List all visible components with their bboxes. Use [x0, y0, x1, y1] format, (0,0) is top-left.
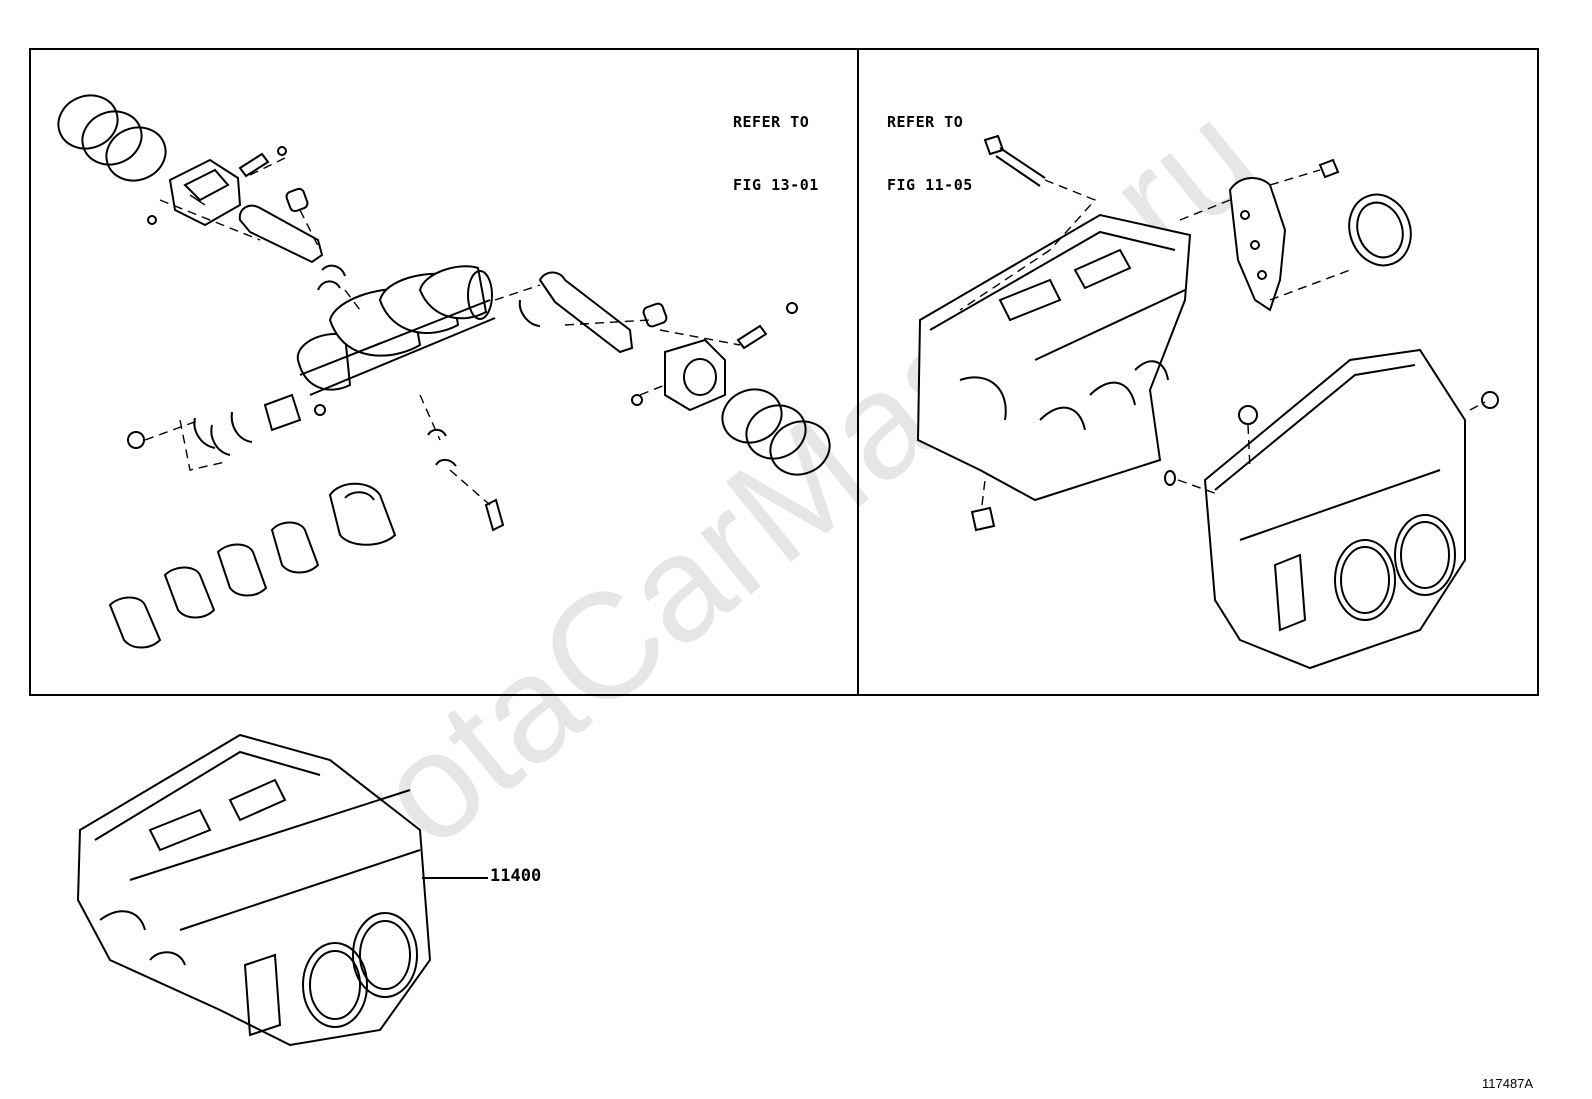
bearing-shells-bottom	[108, 482, 397, 649]
piston-left	[147, 158, 242, 227]
refer-to-fig-11-05: REFER TO FIG 11-05	[887, 70, 973, 217]
left-dashed-leaders	[144, 157, 741, 506]
frame-divider	[857, 48, 859, 696]
piston-right	[631, 302, 798, 412]
refer-right-line1: REFER TO	[887, 113, 964, 131]
part-leader-line	[422, 877, 488, 879]
piston-pin-left	[238, 146, 287, 178]
oil-seal	[1348, 193, 1412, 267]
refer-to-fig-13-01: REFER TO FIG 13-01	[733, 70, 819, 217]
oil-plate	[1228, 158, 1340, 312]
piston-rings-left	[57, 94, 167, 182]
conrod-left	[238, 187, 346, 291]
block-bolt	[983, 134, 1046, 187]
figure-id: 117487A	[1482, 1076, 1534, 1091]
conrod-right	[518, 271, 668, 354]
block-half-left	[916, 213, 1192, 532]
part-number-label: 11400	[490, 866, 542, 886]
piston-rings-right	[721, 388, 831, 476]
refer-right-line2: FIG 11-05	[887, 176, 973, 194]
main-bearings-left	[127, 411, 505, 532]
crankshaft	[263, 265, 496, 432]
refer-left-line1: REFER TO	[733, 113, 810, 131]
diagram-frame	[29, 48, 1539, 696]
block-half-right	[1164, 348, 1499, 670]
right-dashed-leaders	[959, 169, 1486, 506]
refer-left-line2: FIG 13-01	[733, 176, 819, 194]
assembled-engine-block	[76, 733, 432, 1047]
